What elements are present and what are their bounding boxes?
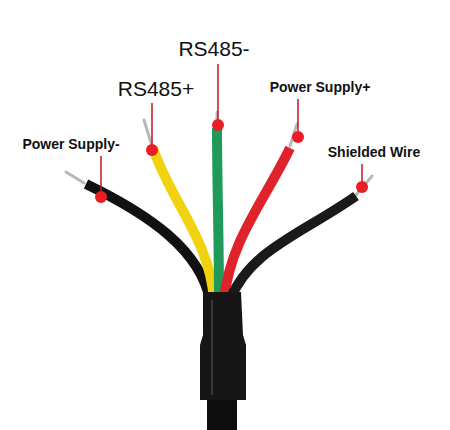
marker-dot — [292, 131, 304, 143]
wire-label: RS485+ — [118, 78, 194, 99]
leader-line — [151, 103, 153, 148]
red-wire — [224, 148, 290, 300]
marker-dot — [212, 119, 224, 131]
yellow-wire — [153, 148, 214, 300]
marker-dot — [146, 144, 158, 156]
strand — [356, 176, 372, 195]
green-wire — [217, 128, 219, 300]
marker-dots — [95, 119, 368, 203]
leader-line — [297, 99, 299, 135]
marker-dot — [356, 181, 368, 193]
highlight — [211, 300, 213, 395]
wire-label: Power Supply- — [22, 137, 119, 151]
strand — [144, 120, 152, 146]
marker-dot — [95, 191, 107, 203]
wires — [86, 128, 356, 300]
wire-label: Power Supply+ — [270, 80, 371, 94]
black-wire — [86, 184, 210, 300]
wire-label: Shielded Wire — [328, 145, 420, 159]
leader-line — [100, 156, 102, 195]
strand — [66, 172, 84, 183]
wire-label: RS485- — [178, 38, 249, 59]
shield-wire — [230, 196, 356, 300]
leader-line — [217, 64, 219, 124]
heat-shrink — [200, 292, 246, 400]
